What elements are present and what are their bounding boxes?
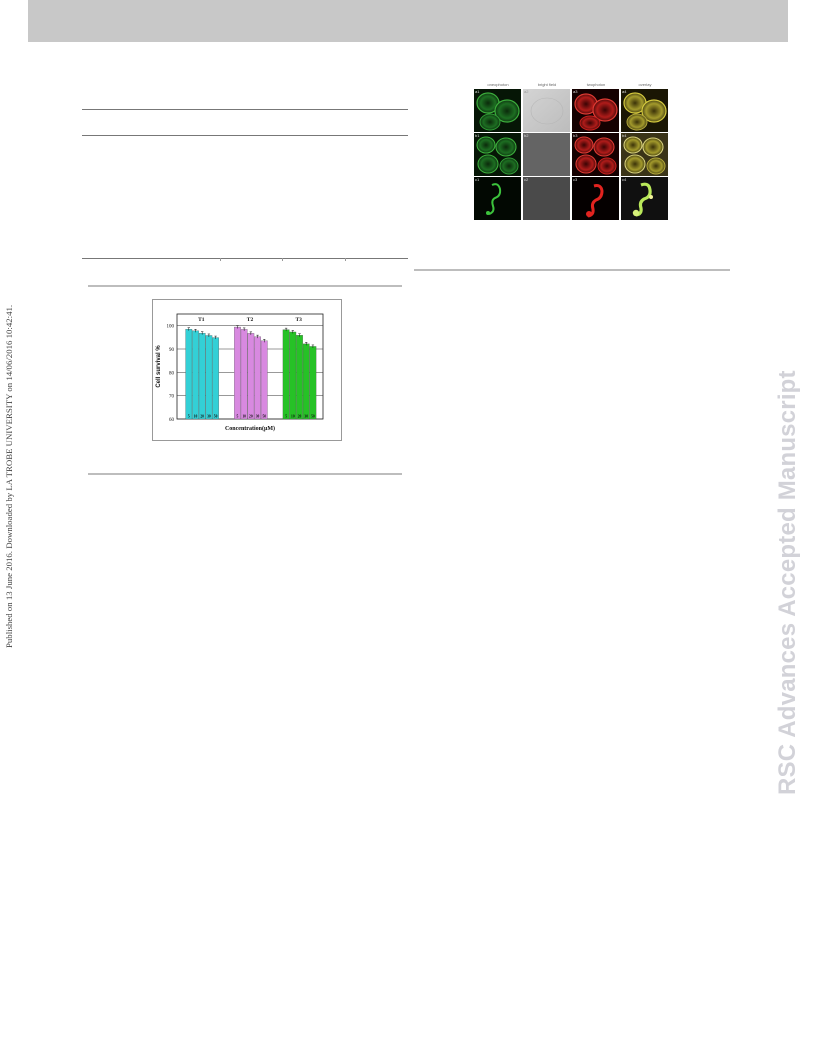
- micro-cell-c3: c3: [572, 177, 619, 220]
- micro-cell-b3: b3: [572, 133, 619, 176]
- group-label-t3: T3: [295, 317, 302, 323]
- micro-tag: a4: [622, 89, 627, 94]
- x-tick-label: 50: [214, 415, 218, 419]
- bar-t2-10: [240, 329, 248, 420]
- bar-t1-10: [192, 330, 199, 420]
- bar-t2-5: [234, 326, 241, 420]
- bar-t1-50: [212, 337, 219, 420]
- figure-top-rule: [88, 285, 402, 287]
- y-axis-label: Cell survival %: [156, 345, 162, 388]
- x-tick-label: 30: [304, 415, 308, 419]
- micro-tag: b3: [573, 133, 578, 138]
- micro-tag: c4: [622, 177, 627, 182]
- x-tick-label: 5: [285, 415, 287, 419]
- micro-cell-b1: b1: [474, 133, 521, 176]
- micro-tag: a3: [573, 89, 578, 94]
- y-tick-label: 100: [167, 325, 175, 330]
- micro-tag: a1: [475, 89, 480, 94]
- right-figure-rule: [414, 269, 730, 271]
- x-tick-label: 5: [188, 415, 190, 419]
- figure-bottom-rule: [88, 473, 402, 475]
- micro-cell-a2: a2: [523, 89, 570, 132]
- y-tick-label: 60: [169, 418, 175, 423]
- group-label-t1: T1: [198, 317, 205, 323]
- table-column-tick: [220, 258, 221, 261]
- bar-t3-20: [296, 335, 303, 420]
- x-tick-label: 10: [291, 415, 295, 419]
- x-tick-label: 5: [237, 415, 239, 419]
- y-tick-label: 90: [169, 348, 175, 353]
- bar-t1-5: [185, 329, 193, 420]
- x-tick-label: 10: [194, 415, 198, 419]
- micro-cell-b4: b4: [621, 133, 668, 176]
- x-tick-label: 30: [207, 415, 211, 419]
- micro-cell-a1: a1: [474, 89, 521, 132]
- micro-tag: b2: [524, 133, 529, 138]
- bar-t2-30: [254, 336, 261, 420]
- group-label-t2: T2: [247, 317, 254, 323]
- table-column-tick: [282, 258, 283, 261]
- micro-cell-b2: b2: [523, 133, 570, 176]
- x-tick-label: 20: [249, 415, 253, 419]
- micro-tag: b4: [622, 133, 627, 138]
- micro-tag: b1: [475, 133, 480, 138]
- table-header-rule: [82, 135, 408, 136]
- y-tick-label: 70: [169, 395, 175, 400]
- table-top-rule: [82, 109, 408, 110]
- micro-tag: c1: [475, 177, 480, 182]
- fluorescence-micrograph: oneophoton bright field twophoton overla…: [471, 82, 671, 222]
- micro-tag: a2: [524, 89, 529, 94]
- x-tick-label: 30: [256, 415, 260, 419]
- micro-cell-c1: c1: [474, 177, 521, 220]
- x-tick-label: 10: [242, 415, 246, 419]
- x-tick-label: 20: [200, 415, 204, 419]
- x-tick-label: 20: [298, 415, 302, 419]
- micro-tag: c2: [524, 177, 529, 182]
- bar-t3-30: [302, 343, 310, 420]
- x-tick-label: 50: [311, 415, 315, 419]
- micro-cell-c2: c2: [523, 177, 570, 220]
- bar-t1-20: [198, 332, 206, 420]
- y-tick-label: 80: [169, 371, 175, 376]
- bar-t3-5: [282, 329, 290, 420]
- bar-t2-50: [260, 340, 268, 420]
- micro-col-label-twophoton: twophoton: [586, 82, 606, 87]
- bar-t3-10: [289, 331, 297, 420]
- accepted-manuscript-watermark: RSC Advances Accepted Manuscript: [774, 370, 801, 795]
- bar-t3-50: [309, 346, 317, 420]
- bar-t2-20: [247, 333, 255, 420]
- x-axis-label: Concentration(μM): [225, 425, 275, 432]
- micro-cell-a3: a3: [572, 89, 619, 132]
- micro-cell-a4: a4: [621, 89, 668, 132]
- table-column-tick: [345, 258, 346, 261]
- micro-col-label-overlay: overlay: [638, 82, 652, 87]
- table-bottom-rule: [82, 258, 408, 259]
- bar-t1-30: [205, 335, 213, 420]
- micro-col-label-bright-field: bright field: [537, 82, 557, 87]
- micro-col-label-onephoton: oneophoton: [487, 82, 509, 87]
- micro-tag: c3: [573, 177, 578, 182]
- download-note: Published on 13 June 2016. Downloaded by…: [4, 304, 14, 648]
- micro-cell-c4: c4: [621, 177, 668, 220]
- header-bar: [28, 0, 788, 42]
- x-tick-label: 50: [262, 415, 266, 419]
